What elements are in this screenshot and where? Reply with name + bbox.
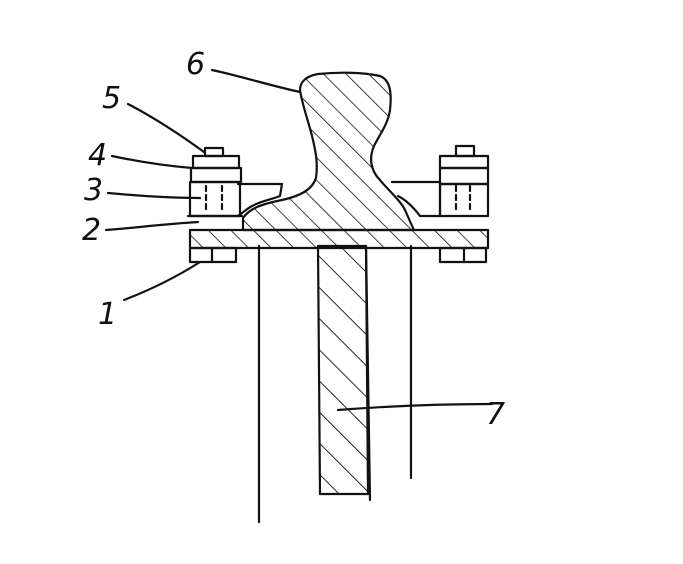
leader-1 <box>122 260 202 302</box>
left-bolt-tip <box>203 146 225 158</box>
leader-5 <box>126 102 206 154</box>
leader-4 <box>110 154 194 170</box>
leader-6 <box>210 68 302 94</box>
right-nut-lower <box>438 166 490 186</box>
label-6: 6 <box>186 47 205 82</box>
right-clamp <box>390 180 442 218</box>
right-nut-upper <box>438 154 490 170</box>
vertical-web <box>316 244 370 496</box>
leader-3 <box>106 191 202 200</box>
label-1: 1 <box>98 297 117 332</box>
left-nut-lower <box>189 166 243 184</box>
rail-profile <box>241 71 416 232</box>
leader-2 <box>104 220 200 232</box>
left-clamp <box>236 182 284 218</box>
label-4: 4 <box>88 138 107 173</box>
left-nut-upper <box>191 154 241 170</box>
right-washer <box>438 182 490 218</box>
right-bolt-tip <box>454 144 476 158</box>
leader-7 <box>336 402 494 412</box>
label-5: 5 <box>102 81 121 116</box>
label-3: 3 <box>84 173 103 208</box>
label-7: 7 <box>486 397 505 432</box>
label-2: 2 <box>82 213 101 248</box>
base-plate <box>188 228 490 250</box>
